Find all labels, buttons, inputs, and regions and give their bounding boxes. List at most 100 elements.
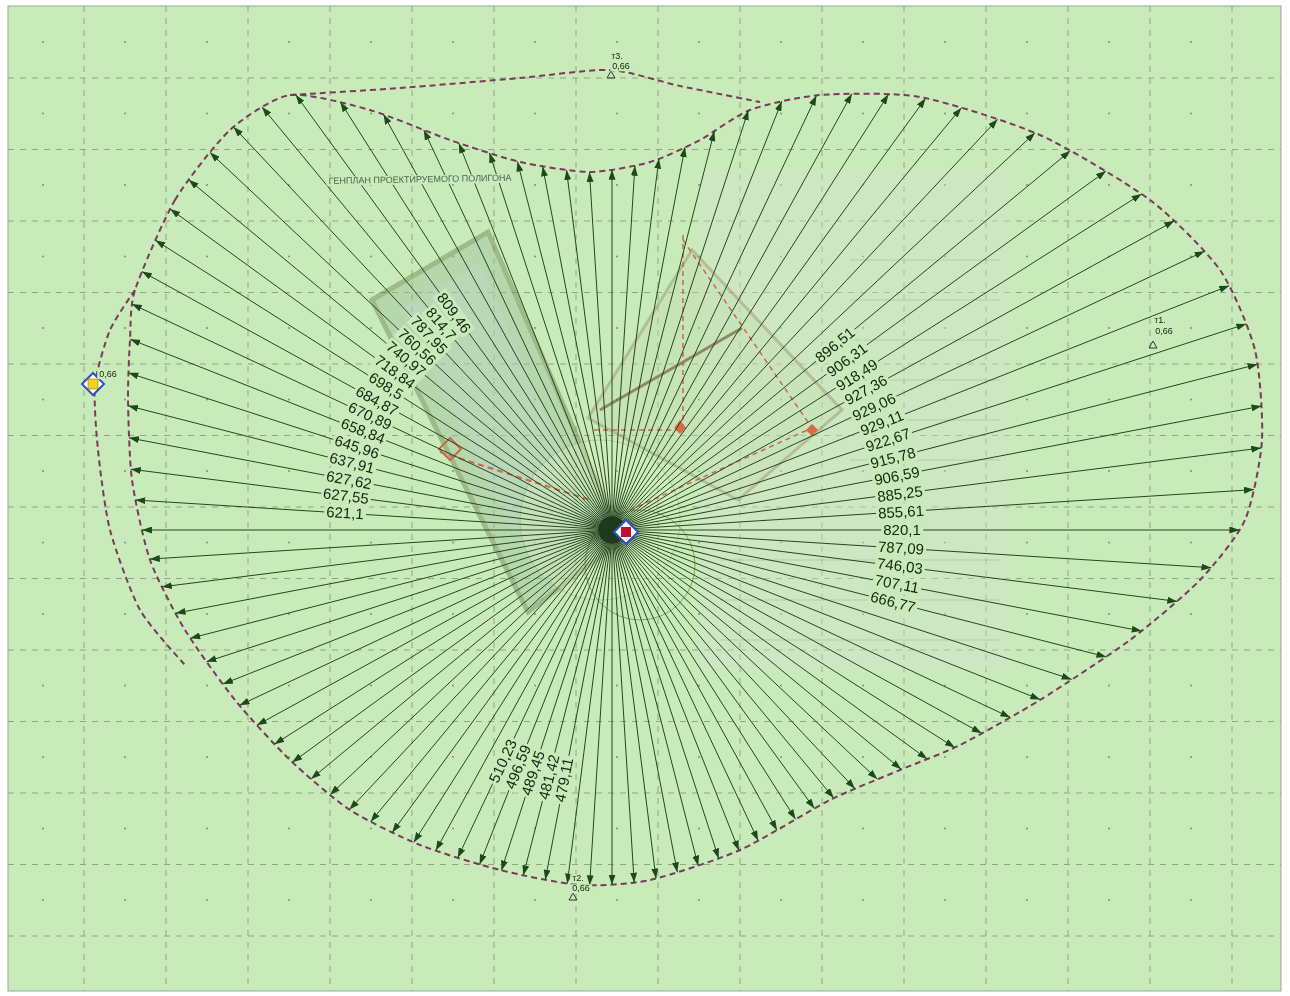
grid-line [8, 721, 1281, 722]
grid-dot [1026, 256, 1028, 258]
grid-dot [452, 613, 454, 615]
grid-dot [944, 828, 946, 830]
grid-dot [698, 756, 700, 758]
grid-dot [1190, 613, 1192, 615]
grid-dot [288, 542, 290, 544]
grid-dot [124, 256, 126, 258]
grid-dot [1190, 685, 1192, 687]
distance-ray [625, 324, 1246, 526]
grid-dot [370, 542, 372, 544]
grid-dot [288, 685, 290, 687]
zone-boundary [95, 290, 185, 665]
grid-dot [1026, 470, 1028, 472]
distance-ray [501, 543, 607, 870]
distance-ray [621, 108, 961, 520]
grid-dot [206, 756, 208, 758]
grid-dot [206, 184, 208, 186]
distance-ray [142, 272, 600, 524]
distance-ray [623, 171, 1106, 522]
grid-dot [698, 41, 700, 43]
grid-dot [288, 399, 290, 401]
grid-dot [862, 899, 864, 901]
distance-ray [223, 535, 599, 684]
grid-dot [616, 756, 618, 758]
grid-dot [698, 113, 700, 115]
distance-ray [616, 543, 718, 858]
distance-ray [615, 544, 678, 873]
point-triangle [1149, 341, 1157, 348]
grid-dot [452, 756, 454, 758]
point-label: т2. [570, 874, 586, 883]
zone-contours [95, 70, 1263, 885]
grid-dot [1108, 399, 1110, 401]
distance-ray [262, 107, 603, 519]
grid-dot [206, 685, 208, 687]
grid-dot [1190, 899, 1192, 901]
map-ground [8, 6, 1281, 991]
distance-ray [626, 490, 1254, 530]
grid-dot [534, 113, 536, 115]
grid-dot [1190, 41, 1192, 43]
grid-dot [1026, 613, 1028, 615]
grid-dot [452, 828, 454, 830]
grid-dot [42, 613, 44, 615]
grid-dot [42, 399, 44, 401]
point-triangle [607, 71, 615, 78]
distance-ray [190, 533, 598, 638]
distance-ray [625, 534, 1071, 679]
distance-ray [612, 544, 613, 885]
grid-dot [534, 327, 536, 329]
grid-dot [1190, 399, 1192, 401]
grid-dot [780, 113, 782, 115]
grid-line [1068, 6, 1069, 991]
point-label: 0,66 [570, 884, 592, 893]
grid-dot [370, 41, 372, 43]
grid-dot [370, 327, 372, 329]
grid-line [412, 6, 413, 991]
distance-ray [543, 166, 610, 516]
grid-dot [42, 327, 44, 329]
distance-ray [625, 251, 1205, 524]
distance-ray [206, 534, 598, 661]
grid-dot [206, 256, 208, 258]
grid-dot [452, 899, 454, 901]
table-line [720, 640, 1000, 641]
distance-ray [624, 221, 1174, 523]
grid-dot [534, 184, 536, 186]
grid-dot [616, 41, 618, 43]
grid-dot [1190, 828, 1192, 830]
grid-dot [1108, 899, 1110, 901]
grid-dot [698, 899, 700, 901]
grid-dot [42, 184, 44, 186]
distance-ray [234, 127, 603, 520]
grid-dot [42, 470, 44, 472]
distance-ray [622, 133, 1035, 521]
distance-ray [459, 143, 607, 517]
grid-dot [1190, 756, 1192, 758]
grid-dot [124, 542, 126, 544]
distance-ray [619, 542, 777, 830]
grid-dot [206, 113, 208, 115]
distance-ray [617, 543, 739, 850]
grid-dot [370, 613, 372, 615]
distance-ray [392, 541, 604, 832]
point-label: 0,66 [97, 370, 119, 379]
grid-dot [42, 41, 44, 43]
grid-dot [944, 756, 946, 758]
grid-dot [124, 327, 126, 329]
grid-dot [370, 685, 372, 687]
grid-dot [1108, 113, 1110, 115]
distance-ray [620, 542, 796, 820]
distance-ray [626, 364, 1258, 526]
distance-ray [623, 538, 927, 759]
grid-dot [1108, 327, 1110, 329]
grid-dot [124, 685, 126, 687]
grid-dot [698, 613, 700, 615]
grid-dot [370, 899, 372, 901]
grid-dot [862, 756, 864, 758]
grid-dot [288, 256, 290, 258]
distance-ray [489, 153, 607, 517]
grid-dot [42, 256, 44, 258]
grid-dot [288, 113, 290, 115]
